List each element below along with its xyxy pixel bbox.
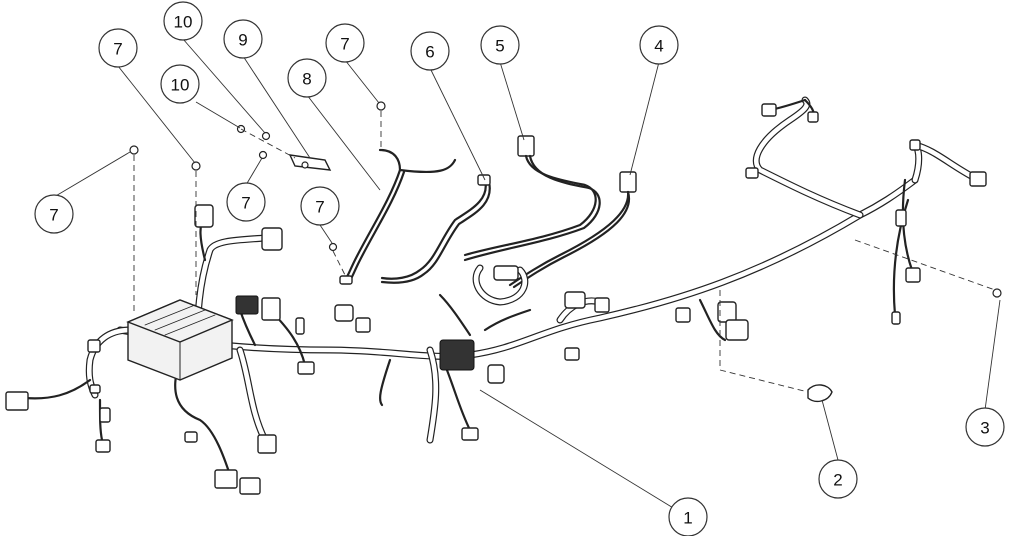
callout-7-top-center: 7 <box>325 23 365 63</box>
callout-7-top-left: 7 <box>98 28 138 68</box>
callout-10-top: 10 <box>163 1 203 41</box>
cable-item-4 <box>508 171 637 289</box>
callout-10-lower: 10 <box>160 64 200 104</box>
callout-label: 5 <box>495 37 504 56</box>
callout-7-left: 7 <box>34 194 74 234</box>
callout-5: 5 <box>480 25 520 65</box>
callout-label: 3 <box>980 419 989 438</box>
callout-label: 9 <box>238 31 247 50</box>
callout-label: 6 <box>425 43 434 62</box>
callout-label: 1 <box>683 509 692 528</box>
cable-item-8 <box>339 148 457 285</box>
callout-6: 6 <box>410 31 450 71</box>
callout-8: 8 <box>287 58 327 98</box>
callout-label: 2 <box>833 471 842 490</box>
callout-3: 3 <box>965 407 1005 447</box>
callout-label: 7 <box>113 40 122 59</box>
callout-1: 1 <box>668 497 708 536</box>
callout-4: 4 <box>639 25 679 65</box>
cable-item-5 <box>463 135 601 262</box>
callout-label: 7 <box>340 35 349 54</box>
callout-label: 10 <box>174 13 193 32</box>
callout-label: 7 <box>315 198 324 217</box>
callout-7-center-right: 7 <box>300 186 340 226</box>
fasteners <box>129 101 1002 403</box>
battery-cable-loop <box>472 264 529 306</box>
callout-2: 2 <box>818 459 858 499</box>
callout-label: 4 <box>654 37 663 56</box>
bracket-item-9 <box>288 154 332 171</box>
callout-label: 10 <box>171 76 190 95</box>
mounting-dashed-lines <box>133 111 996 393</box>
callout-label: 7 <box>49 206 58 225</box>
junction-box <box>126 299 234 381</box>
callout-label: 8 <box>302 70 311 89</box>
callout-9: 9 <box>223 19 263 59</box>
callout-7-center: 7 <box>226 182 266 222</box>
leader-lines <box>53 38 1001 518</box>
callout-label: 7 <box>241 194 250 213</box>
cable-item-6 <box>380 174 491 284</box>
main-wiring-harness <box>23 96 979 477</box>
harness-connectors <box>5 103 987 495</box>
